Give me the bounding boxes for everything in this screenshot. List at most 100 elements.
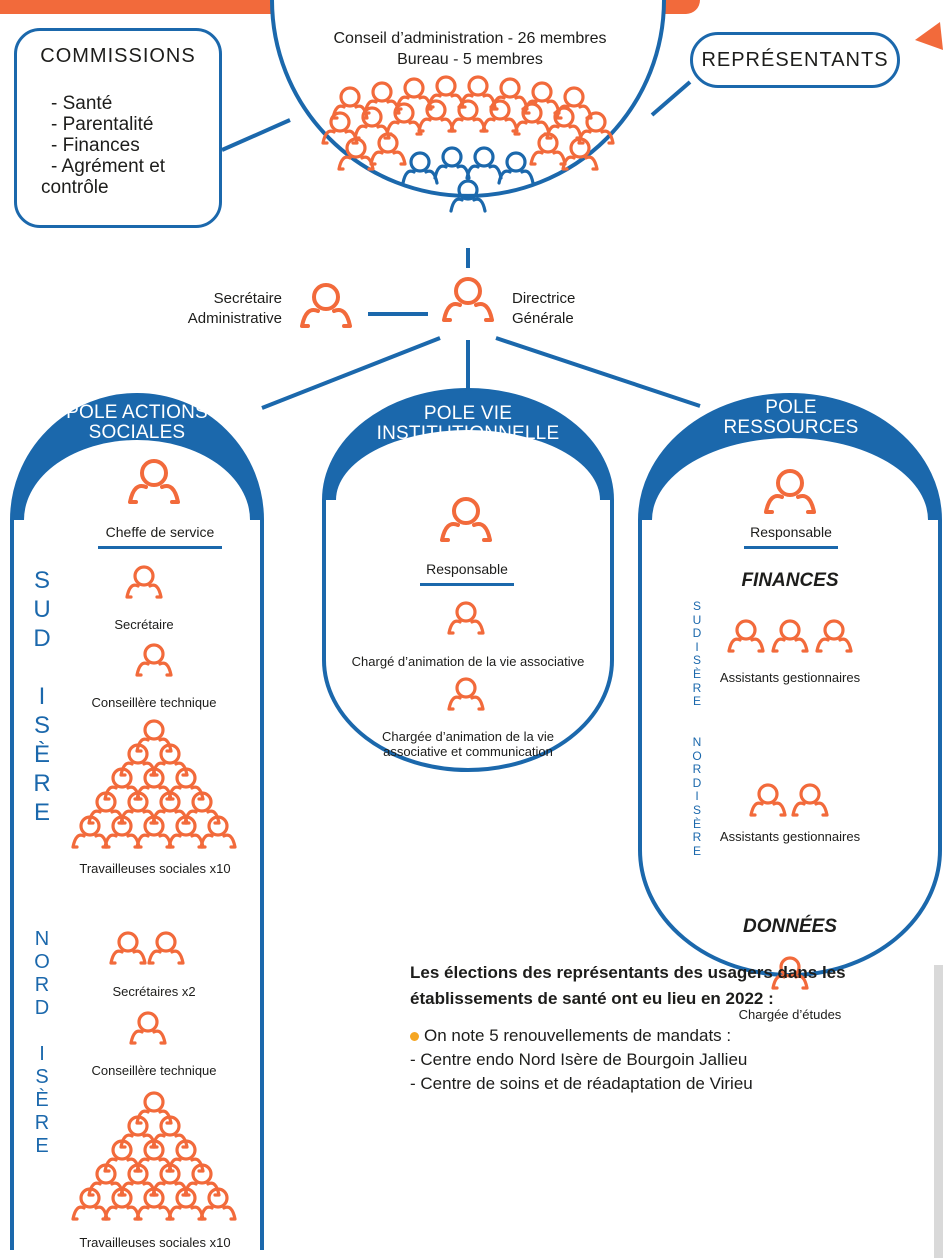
chargee-animation-line1: Chargée d’animation de la vie [382, 729, 554, 744]
letter: N [692, 734, 702, 749]
letter: I [38, 683, 46, 710]
sud-travailleuses-label: Travailleuses sociales x10 [79, 861, 231, 876]
letter-gap [30, 1020, 54, 1043]
letter: I [695, 639, 699, 654]
letter: S [33, 567, 50, 594]
letter: S [33, 712, 50, 739]
letter: R [34, 974, 50, 996]
directrice-label: Directrice Générale [512, 289, 632, 329]
directrice-line1: Directrice [512, 290, 576, 307]
pole-vie-title-line1: POLE VIE [423, 403, 513, 424]
note-heading-line1: Les élections des représentants des usag… [410, 963, 846, 982]
nord-travailleuses-label: Travailleuses sociales x10 [79, 1235, 231, 1250]
letter: R [692, 830, 702, 845]
page-edge-shade [934, 965, 943, 1258]
letter: R [33, 770, 51, 797]
nord-secretaires-label: Secrétaires x2 [112, 984, 196, 999]
secretaire-line2: Administrative [187, 310, 282, 327]
commission-item: contrôle [41, 177, 109, 198]
commissions-title: COMMISSIONS [40, 45, 196, 67]
letter: R [692, 762, 702, 777]
letter: I [695, 789, 699, 804]
pole-ressources-title-line1: POLE [765, 397, 817, 418]
pole-vie-responsable: Responsable [420, 561, 514, 586]
representants-box: REPRÉSENTANTS [690, 32, 900, 88]
letter: U [692, 612, 702, 627]
letter: S [692, 653, 701, 668]
letter-gap [30, 653, 54, 682]
letter: S [692, 599, 701, 613]
assistants-gestionnaires-label-2: Assistants gestionnaires [719, 829, 861, 844]
letter: È [35, 1089, 49, 1111]
pole-ressources-title-line2: RESSOURCES [723, 417, 859, 438]
nord-isere-vertical: N O R D I S È R E [30, 928, 54, 1158]
chargee-animation-label: Chargée d’animation de la vie associativ… [356, 729, 580, 759]
pole-ressources-title: POLE RESSOURCES [710, 398, 872, 438]
chargee-animation-line2: associative et communication [383, 744, 553, 759]
letter: N [34, 928, 50, 950]
commission-item: - Parentalité [51, 114, 154, 135]
directrice-icon [442, 277, 494, 322]
conseil-text: Conseil d’administration - 26 membres Bu… [290, 28, 650, 70]
conseil-line: Conseil d’administration - 26 membres [333, 30, 607, 47]
secretaire-line1: Secrétaire [213, 290, 282, 307]
letter-gap [690, 709, 704, 723]
commission-item: - Santé [51, 93, 113, 114]
pole-vie-title-line2: INSTITUTIONNELLE [376, 423, 560, 444]
bullet-dot-icon [410, 1032, 419, 1042]
letter: R [692, 680, 702, 695]
secretaire-admin-label: Secrétaire Administrative [170, 289, 282, 329]
note-line1: - Centre endo Nord Isère de Bourgoin Jal… [410, 1050, 748, 1069]
pole-vie-title-line3: ET ASSOCIATIVE [389, 443, 547, 464]
donnees-heading: DONNÉES [743, 916, 837, 937]
letter: E [692, 843, 701, 858]
pole-ressources-responsable: Responsable [744, 524, 838, 549]
letter: D [34, 997, 50, 1019]
note-line2: - Centre de soins et de réadaptation de … [410, 1074, 753, 1093]
pole-actions-title-line2: SOCIALES [88, 422, 186, 443]
letter: D [692, 775, 702, 790]
sud-conseillere-label: Conseillère technique [91, 695, 217, 710]
pole-vie-title: POLE VIE INSTITUTIONNELLE ET ASSOCIATIVE [360, 404, 576, 464]
cheffe-label: Cheffe de service [98, 524, 222, 549]
letter: D [692, 626, 702, 641]
sud-nord-isere-vertical: S U D I S È R E N O R D I S È R E [690, 599, 704, 858]
charge-animation-label: Chargé d’animation de la vie associative [351, 654, 585, 669]
pole-actions-title: POLE ACTIONS SOCIALES [40, 403, 234, 443]
letter: O [692, 748, 702, 763]
sud-isere-vertical: S U D I S È R E [30, 566, 54, 827]
secretaire-icon [300, 283, 352, 328]
commission-item: - Agrément et [51, 156, 166, 177]
commissions-list: - Santé - Parentalité - Finances - Agrém… [41, 93, 166, 198]
letter: S [692, 802, 701, 817]
finances-heading: FINANCES [741, 570, 839, 591]
nord-conseillere-label: Conseillère technique [91, 1063, 217, 1078]
letter: U [33, 596, 51, 623]
bureau-line: Bureau - 5 membres [397, 51, 543, 68]
letter: S [35, 1066, 49, 1088]
commissions-box: COMMISSIONS - Santé - Parentalité - Fina… [14, 28, 222, 228]
directrice-line2: Générale [512, 310, 574, 327]
letter-gap [690, 722, 704, 736]
letter: D [33, 625, 51, 652]
letter: O [34, 951, 50, 973]
note-bullet-text: On note 5 renouvellements de mandats : [424, 1026, 732, 1045]
elections-note: Les élections des représentants des usag… [410, 960, 930, 1096]
note-heading-line2: établissements de santé ont eu lieu en 2… [410, 989, 774, 1008]
assistants-gestionnaires-label-1: Assistants gestionnaires [719, 670, 861, 685]
letter: E [33, 799, 50, 826]
sud-secretaire-label: Secrétaire [114, 617, 174, 632]
letter: E [692, 694, 701, 709]
letter: E [35, 1135, 49, 1157]
travailleuses-sud-pyramid [71, 719, 237, 849]
note-bullet: On note 5 renouvellements de mandats : [410, 1024, 930, 1048]
chargee-etudes-label: Chargée d’études [738, 1007, 842, 1022]
letter: È [33, 741, 50, 768]
letter: I [39, 1043, 45, 1065]
pole-actions-title-line1: POLE ACTIONS [66, 402, 208, 423]
travailleuses-nord-pyramid [71, 1091, 237, 1221]
letter: È [692, 666, 701, 681]
letter: È [692, 816, 701, 831]
letter: R [34, 1112, 50, 1134]
